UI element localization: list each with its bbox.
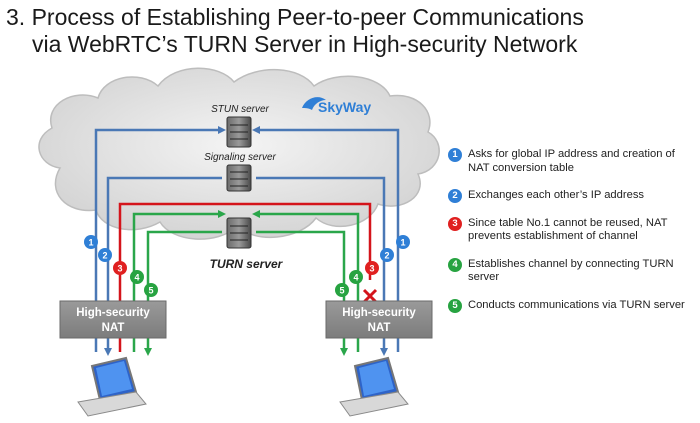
- step1-path-left: [94, 126, 226, 352]
- turn-server-label: TURN server: [210, 257, 284, 271]
- svg-text:2: 2: [384, 251, 389, 261]
- svg-text:1: 1: [400, 238, 405, 248]
- nat-right-line1: High-security: [342, 307, 416, 319]
- badge-right-1: 1: [396, 235, 410, 249]
- legend-text-1: Asks for global IP address and creation …: [468, 148, 675, 174]
- signaling-server-label: Signaling server: [204, 152, 276, 163]
- svg-text:5: 5: [339, 286, 344, 296]
- nat-right-line2: NAT: [368, 322, 391, 334]
- badge-right-5: 5: [335, 283, 349, 297]
- badge-left-3: 3: [113, 261, 127, 275]
- nat-right: High-security NAT: [325, 300, 433, 339]
- svg-text:4: 4: [353, 273, 358, 283]
- svg-text:3: 3: [117, 264, 122, 274]
- stun-server-icon: [226, 116, 252, 148]
- badge-left-2: 2: [98, 248, 112, 262]
- cross-mark-icon: [362, 288, 378, 304]
- legend-badge-3: 3: [448, 216, 462, 231]
- legend-badge-5: 5: [448, 298, 462, 313]
- badge-right-4: 4: [349, 270, 363, 284]
- legend-badge-1: 1: [448, 148, 462, 162]
- step1-path-right: [252, 126, 400, 352]
- legend-item-1: 1 Asks for global IP address and creatio…: [448, 148, 696, 175]
- title-line-1: 3. Process of Establishing Peer-to-peer …: [6, 4, 584, 30]
- legend-item-5: 5 Conducts communications via TURN serve…: [448, 298, 696, 313]
- svg-text:5: 5: [148, 286, 153, 296]
- badge-right-2: 2: [380, 248, 394, 262]
- nat-left-line1: High-security: [76, 307, 150, 319]
- legend: 1 Asks for global IP address and creatio…: [448, 148, 696, 313]
- badge-left-5: 5: [144, 283, 158, 297]
- svg-text:4: 4: [134, 273, 139, 283]
- legend-text-3: Since table No.1 cannot be reused, NAT p…: [468, 216, 668, 243]
- legend-item-2: 2 Exchanges each other’s IP address: [448, 189, 696, 203]
- legend-badge-4: 4: [448, 257, 462, 272]
- svg-text:1: 1: [88, 238, 93, 248]
- legend-text-4: Establishes channel by connecting TURN s…: [468, 257, 674, 284]
- step2-path-right: [256, 176, 388, 356]
- badge-right-3: 3: [365, 261, 379, 275]
- skyway-logo-icon: [302, 97, 326, 110]
- skyway-logo: SkyWay: [302, 97, 371, 115]
- laptop-left-icon: [77, 356, 147, 417]
- nat-left-line2: NAT: [102, 322, 125, 334]
- badge-left-1: 1: [84, 235, 98, 249]
- step3-path: [118, 202, 372, 352]
- step2-path-left: [104, 176, 222, 356]
- signaling-server-icon: [226, 164, 252, 192]
- legend-item-3: 3 Since table No.1 cannot be reused, NAT…: [448, 216, 696, 244]
- title-line-2: via WebRTC’s TURN Server in High-securit…: [32, 31, 578, 57]
- legend-text-2: Exchanges each other’s IP address: [468, 189, 645, 201]
- legend-text-5: Conducts communications via TURN server: [468, 298, 685, 311]
- stun-server-label: STUN server: [211, 104, 269, 115]
- svg-text:3: 3: [369, 264, 374, 274]
- laptop-right-icon: [339, 356, 409, 417]
- legend-badge-2: 2: [448, 189, 462, 203]
- page-title: 3. Process of Establishing Peer-to-peer …: [6, 4, 696, 58]
- legend-item-4: 4 Establishes channel by connecting TURN…: [448, 257, 696, 285]
- badge-left-4: 4: [130, 270, 144, 284]
- turn-server-icon: [226, 217, 252, 249]
- svg-text:2: 2: [102, 251, 107, 261]
- nat-left: High-security NAT: [59, 300, 167, 339]
- brand-name: SkyWay: [318, 99, 371, 115]
